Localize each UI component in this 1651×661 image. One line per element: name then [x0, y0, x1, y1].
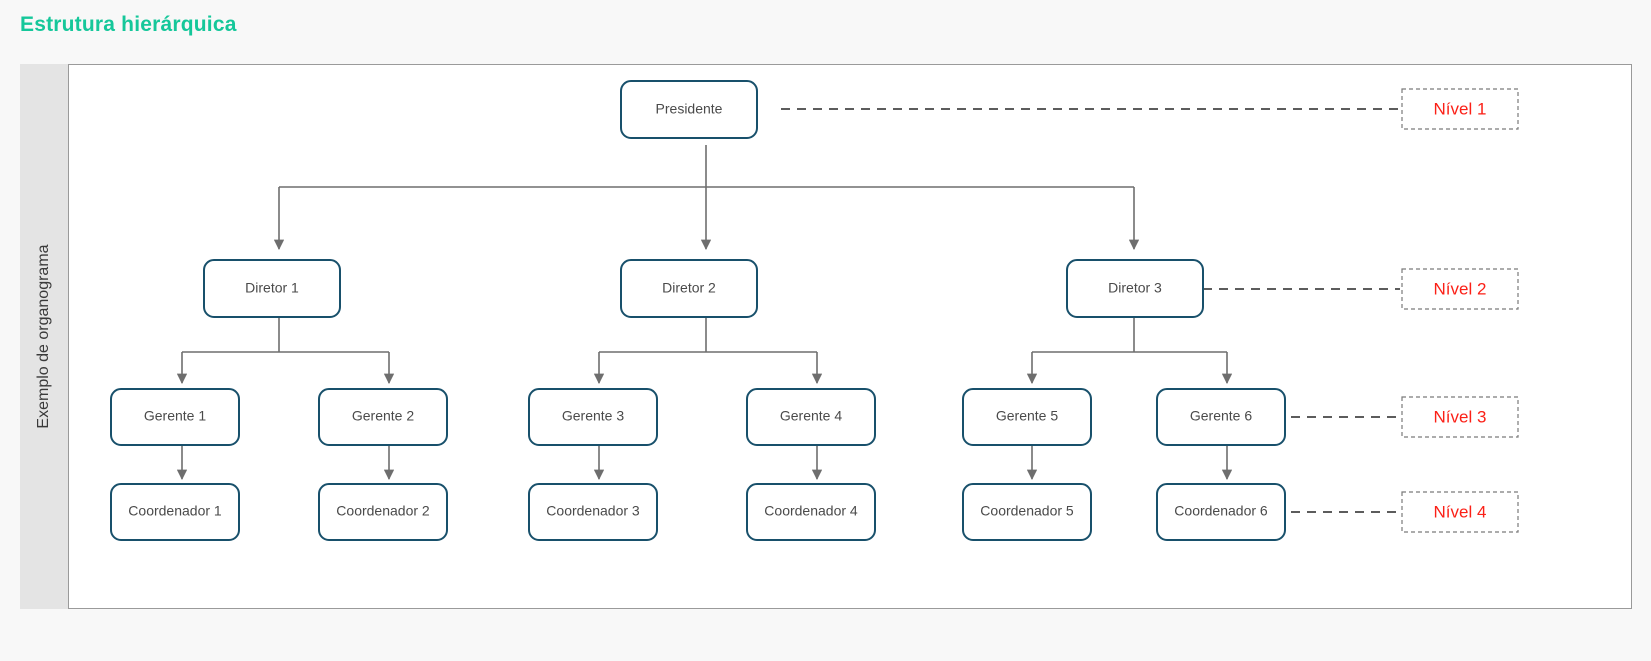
node-gerente6[interactable]: Gerente 6	[1156, 388, 1286, 446]
node-label: Gerente 3	[562, 408, 624, 424]
connector-group-diretor2-to-gerentes	[593, 318, 823, 385]
level-label-1[interactable]: Nível 1	[1401, 88, 1519, 130]
level-label-4[interactable]: Nível 4	[1401, 491, 1519, 533]
level-label-text: Nível 4	[1434, 502, 1487, 521]
level-label-3[interactable]: Nível 3	[1401, 396, 1519, 438]
level-label-text: Nível 2	[1434, 279, 1487, 298]
level-label-text: Nível 1	[1434, 99, 1487, 118]
org-chart-canvas[interactable]: Presidente Diretor 1 Diretor 2 Diretor 3…	[68, 64, 1632, 609]
node-label: Gerente 1	[144, 408, 206, 424]
node-label: Diretor 3	[1108, 280, 1162, 296]
node-gerente2[interactable]: Gerente 2	[318, 388, 448, 446]
level-label-box	[1401, 88, 1519, 130]
node-box	[110, 388, 240, 446]
node-gerente4[interactable]: Gerente 4	[746, 388, 876, 446]
node-label: Coordenador 1	[128, 503, 222, 519]
node-label: Coordenador 3	[546, 503, 640, 519]
connector-group-diretor3-to-gerentes	[1026, 318, 1233, 385]
node-box	[620, 259, 758, 318]
page-title: Estrutura hierárquica	[20, 13, 237, 36]
node-label: Presidente	[656, 101, 723, 117]
leader-line-group	[781, 108, 1400, 513]
node-label: Coordenador 5	[980, 503, 1074, 519]
node-box	[962, 388, 1092, 446]
node-label: Diretor 2	[662, 280, 716, 296]
org-chart-svg: Presidente Diretor 1 Diretor 2 Diretor 3…	[110, 80, 1519, 541]
node-gerente3[interactable]: Gerente 3	[528, 388, 658, 446]
node-label: Gerente 4	[780, 408, 842, 424]
node-label: Diretor 1	[245, 280, 299, 296]
node-label: Coordenador 4	[764, 503, 858, 519]
node-gerente5[interactable]: Gerente 5	[962, 388, 1092, 446]
node-coordenador2[interactable]: Coordenador 2	[318, 483, 448, 541]
node-box	[746, 483, 876, 541]
connector-group-gerentes-to-coordenadores	[176, 446, 1233, 481]
level-label-box	[1401, 491, 1519, 533]
node-label: Coordenador 6	[1174, 503, 1268, 519]
node-box	[318, 388, 448, 446]
node-box	[746, 388, 876, 446]
level-label-text: Nível 3	[1434, 407, 1487, 426]
node-coordenador4[interactable]: Coordenador 4	[746, 483, 876, 541]
node-box	[110, 483, 240, 541]
node-box	[203, 259, 341, 318]
node-label: Coordenador 2	[336, 503, 430, 519]
node-box	[620, 80, 758, 139]
side-label-strip: Exemplo de organograma	[20, 64, 68, 609]
node-box	[1066, 259, 1204, 318]
node-diretor1[interactable]: Diretor 1	[203, 259, 341, 318]
node-box	[962, 483, 1092, 541]
connector-group-diretor1-to-gerentes	[176, 318, 395, 385]
org-chart-frame: Exemplo de organograma	[20, 64, 1632, 609]
node-box	[528, 388, 658, 446]
node-gerente1[interactable]: Gerente 1	[110, 388, 240, 446]
node-coordenador5[interactable]: Coordenador 5	[962, 483, 1092, 541]
level-label-box	[1401, 396, 1519, 438]
node-label: Gerente 2	[352, 408, 414, 424]
node-coordenador6[interactable]: Coordenador 6	[1156, 483, 1286, 541]
node-label: Gerente 5	[996, 408, 1058, 424]
level-label-2[interactable]: Nível 2	[1401, 268, 1519, 310]
node-box	[1156, 388, 1286, 446]
node-label: Gerente 6	[1190, 408, 1252, 424]
node-diretor2[interactable]: Diretor 2	[620, 259, 758, 318]
node-diretor3[interactable]: Diretor 3	[1066, 259, 1204, 318]
node-coordenador3[interactable]: Coordenador 3	[528, 483, 658, 541]
node-presidente[interactable]: Presidente	[620, 80, 758, 139]
node-box	[318, 483, 448, 541]
level-label-box	[1401, 268, 1519, 310]
node-box	[1156, 483, 1286, 541]
node-coordenador1[interactable]: Coordenador 1	[110, 483, 240, 541]
side-label-text: Exemplo de organograma	[35, 244, 52, 429]
connector-group-level1-to-level2	[273, 145, 1140, 251]
node-box	[528, 483, 658, 541]
